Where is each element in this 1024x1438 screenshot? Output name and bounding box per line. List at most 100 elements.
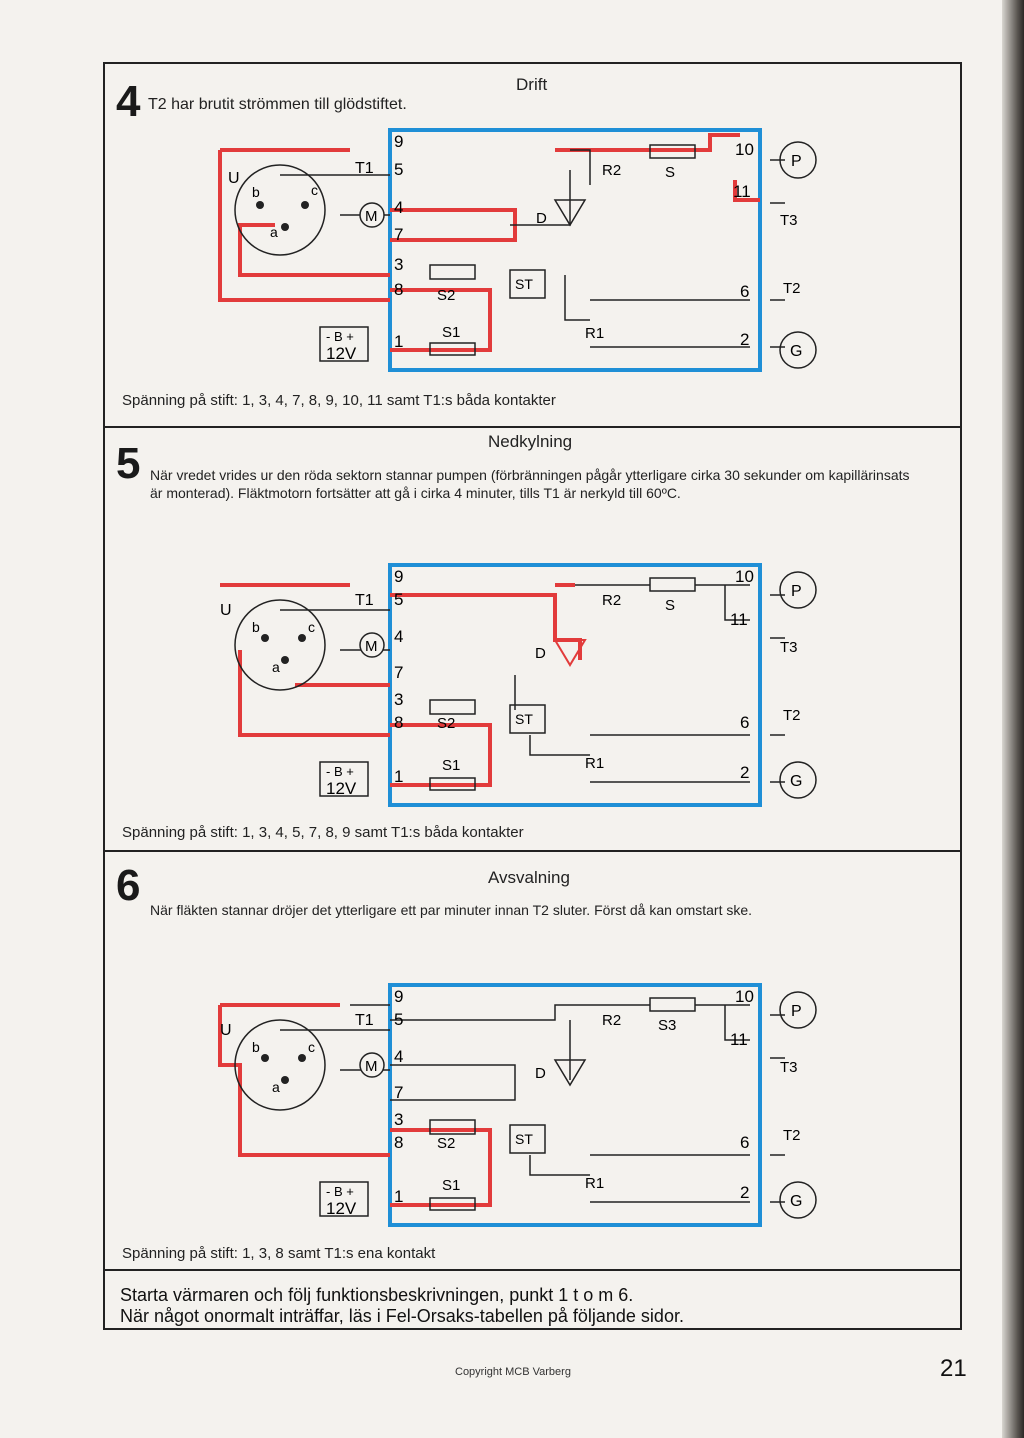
pin-label: 5 bbox=[394, 590, 403, 609]
wiring-diagram: U b c a M T1 9 5 4 7 3 8 1 S2 S1 S R2 D … bbox=[220, 563, 817, 807]
voltage-note: Spänning på stift: 1, 3, 8 samt T1:s ena… bbox=[122, 1245, 436, 1262]
s2-label: S2 bbox=[437, 1135, 455, 1152]
pin-label: 5 bbox=[394, 1010, 403, 1029]
section-title: Avsvalning bbox=[488, 868, 570, 887]
control-unit-outline bbox=[388, 983, 762, 1227]
pin-label: 3 bbox=[394, 690, 403, 709]
pin-label: 11 bbox=[730, 1030, 748, 1049]
selector-switch bbox=[234, 599, 326, 691]
t1-label: T1 bbox=[355, 1012, 374, 1029]
diode-symbol bbox=[553, 1059, 587, 1087]
battery-voltage-label: 12V bbox=[326, 1199, 357, 1218]
motor-symbol bbox=[359, 1052, 385, 1078]
s1-resistor bbox=[429, 777, 476, 791]
pin-labels-left: 9 5 4 7 3 8 1 bbox=[394, 987, 403, 1206]
s2-label: S2 bbox=[437, 287, 455, 304]
battery-polarity-label: - B + bbox=[326, 329, 354, 344]
fuse-s bbox=[649, 144, 696, 159]
motor-symbol bbox=[359, 632, 385, 658]
glow-plug-symbol bbox=[779, 761, 817, 799]
switch-u-label: U bbox=[220, 602, 232, 619]
contact-c-label: c bbox=[311, 182, 318, 198]
st-box bbox=[509, 269, 546, 299]
pump-label: P bbox=[791, 1003, 802, 1020]
r1-label: R1 bbox=[585, 325, 604, 342]
battery-polarity-label: - B + bbox=[326, 764, 354, 779]
contact-b-label: b bbox=[252, 1039, 260, 1055]
passive-wires bbox=[280, 1004, 785, 1203]
wiring-diagram: U b c a M T1 9 5 4 7 3 8 1 S2 S1 S R2 D … bbox=[218, 128, 817, 372]
pin-label: 11 bbox=[730, 610, 748, 629]
section-divider bbox=[105, 1269, 960, 1271]
step-subtitle: T2 har brutit strömmen till glödstiftet. bbox=[148, 96, 407, 113]
glow-plug-symbol bbox=[779, 331, 817, 369]
s1-resistor bbox=[429, 342, 476, 356]
s1-resistor bbox=[429, 1197, 476, 1211]
pin-label: 8 bbox=[394, 280, 403, 299]
st-box bbox=[509, 704, 546, 734]
pump-label: P bbox=[791, 583, 802, 600]
switch-u-label: U bbox=[228, 170, 240, 187]
battery-symbol bbox=[319, 326, 369, 362]
t3-label: T3 bbox=[780, 639, 798, 656]
fuse-label: S bbox=[665, 164, 675, 181]
pin-label: 7 bbox=[394, 225, 403, 244]
glow-label: G bbox=[790, 343, 802, 360]
pin-label: 6 bbox=[740, 713, 749, 732]
pin-label: 5 bbox=[394, 160, 403, 179]
r2-label: R2 bbox=[602, 1012, 621, 1029]
t1-label: T1 bbox=[355, 160, 374, 177]
pin-label: 6 bbox=[740, 1133, 749, 1152]
diode-symbol bbox=[553, 639, 587, 667]
pin-labels-left: 9 5 4 7 3 8 1 bbox=[394, 567, 403, 786]
t2-label: T2 bbox=[783, 280, 801, 297]
pin-label: 2 bbox=[740, 763, 749, 782]
contact-c-label: c bbox=[308, 619, 315, 635]
pump-symbol bbox=[779, 991, 817, 1029]
selector-switch bbox=[234, 164, 326, 256]
s2-resistor bbox=[429, 264, 476, 280]
pump-label: P bbox=[791, 153, 802, 170]
motor-label: M bbox=[365, 1058, 378, 1075]
diode-label: D bbox=[535, 645, 546, 662]
switch-u-label: U bbox=[220, 1022, 232, 1039]
pin-label: 9 bbox=[394, 132, 403, 151]
active-wires bbox=[218, 133, 760, 352]
pin-labels-right: 10 11 6 2 bbox=[733, 140, 754, 349]
diode-label: D bbox=[536, 210, 547, 227]
motor-symbol bbox=[359, 202, 385, 228]
s1-label: S1 bbox=[442, 757, 460, 774]
fuse-s3 bbox=[649, 997, 696, 1012]
s2-resistor bbox=[429, 1119, 476, 1135]
pin-label: 1 bbox=[394, 332, 403, 351]
pin-label: 11 bbox=[733, 182, 751, 201]
pin-label: 1 bbox=[394, 767, 403, 786]
summary-line: När något onormalt inträffar, läs i Fel-… bbox=[120, 1306, 684, 1326]
st-box bbox=[509, 1124, 546, 1154]
pin-label: 10 bbox=[735, 140, 754, 159]
glow-plug-symbol bbox=[779, 1181, 817, 1219]
passive-wires bbox=[280, 584, 785, 783]
r1-label: R1 bbox=[585, 1175, 604, 1192]
battery-symbol bbox=[319, 1181, 369, 1217]
t1-label: T1 bbox=[355, 592, 374, 609]
selector-switch bbox=[234, 1019, 326, 1111]
contact-a-label: a bbox=[272, 1079, 280, 1095]
content-frame bbox=[103, 62, 962, 1330]
pin-label: 2 bbox=[740, 330, 749, 349]
pin-label: 3 bbox=[394, 1110, 403, 1129]
pin-label: 8 bbox=[394, 1133, 403, 1152]
t3-label: T3 bbox=[780, 212, 798, 229]
r1-label: R1 bbox=[585, 755, 604, 772]
battery-voltage-label: 12V bbox=[326, 344, 357, 363]
pin-label: 1 bbox=[394, 1187, 403, 1206]
fuse-s bbox=[649, 577, 696, 592]
pin-label: 9 bbox=[394, 987, 403, 1006]
active-wires bbox=[220, 583, 582, 787]
s1-label: S1 bbox=[442, 1177, 460, 1194]
summary-line: Starta värmaren och följ funktionsbeskri… bbox=[120, 1285, 634, 1305]
step-number: 6 bbox=[116, 861, 141, 910]
diode-label: D bbox=[535, 1065, 546, 1082]
pin-label: 10 bbox=[735, 987, 754, 1006]
fuse-label: S bbox=[665, 597, 675, 614]
